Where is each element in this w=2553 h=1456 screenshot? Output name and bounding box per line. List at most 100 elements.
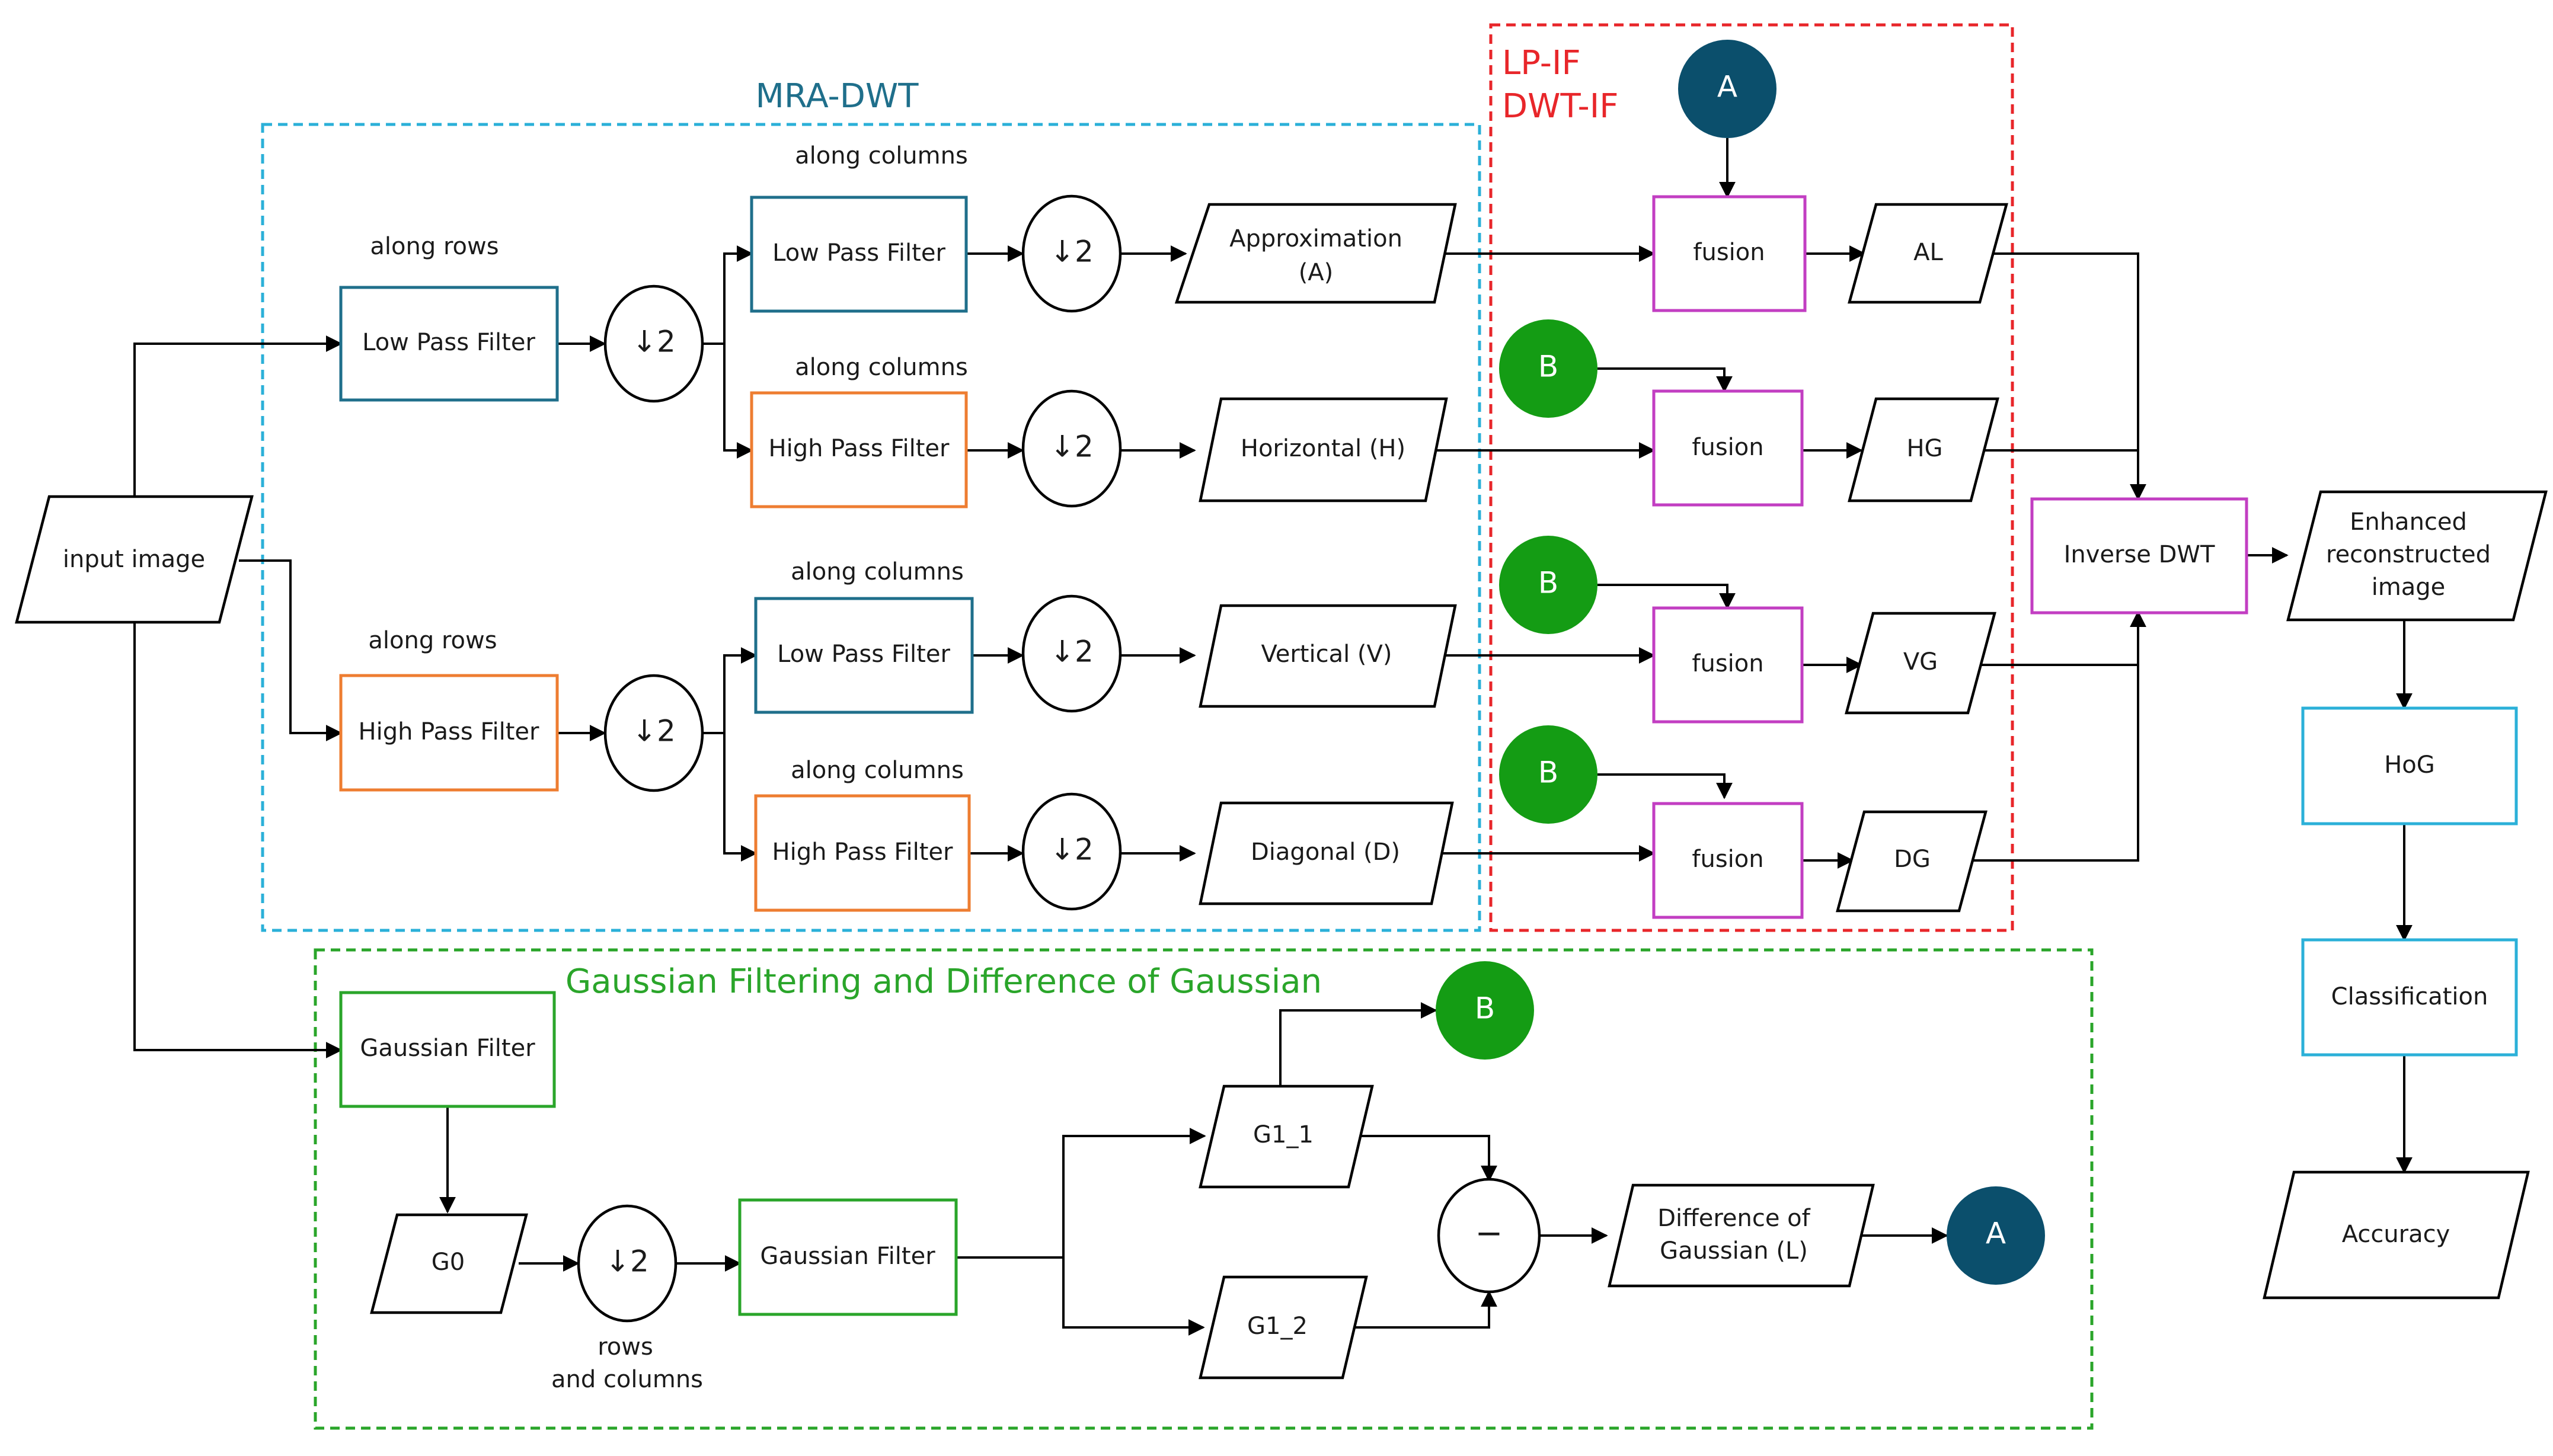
horizontal-output[interactable]: Horizontal (H) (1199, 397, 1448, 503)
downsample-col-d: ↓2 (1021, 792, 1122, 911)
connector-b-label: B (1538, 350, 1558, 384)
downsample-label: ↓2 (1050, 833, 1094, 867)
accuracy-output[interactable]: Accuracy (2263, 1170, 2530, 1300)
gaussian-group (314, 948, 2094, 1430)
dg-label: DG (1894, 846, 1931, 873)
downsample-col-v: ↓2 (1021, 594, 1122, 713)
al-output[interactable]: AL (1848, 203, 2008, 304)
rows-label: rows (597, 1333, 653, 1361)
dg-output[interactable]: DG (1836, 810, 1988, 913)
enhanced-label-line2: reconstructed (2326, 541, 2491, 568)
dwt-if-title: DWT-IF (1502, 87, 1619, 126)
mra-dwt-title: MRA-DWT (756, 77, 919, 116)
connector-a-label: A (1986, 1217, 2006, 1251)
inverse-dwt-block[interactable]: Inverse DWT (2030, 497, 2248, 615)
low-pass-filter-rows-label: Low Pass Filter (362, 329, 535, 356)
downsample-gaussian: ↓2 (577, 1204, 678, 1323)
minus-sign: − (1475, 1214, 1503, 1253)
downsample-col-h: ↓2 (1021, 389, 1122, 508)
gaussian-filter-1[interactable]: Gaussian Filter (339, 991, 556, 1108)
input-image-block[interactable]: input image (15, 495, 254, 624)
low-pass-filter-rows[interactable]: Low Pass Filter (339, 286, 559, 402)
connector-b-3: B (1499, 725, 1597, 824)
fusion-block-3[interactable]: fusion (1652, 606, 1804, 724)
hog-block[interactable]: HoG (2301, 706, 2518, 825)
and-columns-label: and columns (551, 1366, 703, 1393)
high-pass-filter-columns-d-label: High Pass Filter (772, 839, 953, 866)
gaussian-filter-2[interactable]: Gaussian Filter (738, 1198, 958, 1316)
approximation-label-line1: Approximation (1229, 225, 1402, 252)
fusion-block-2[interactable]: fusion (1652, 389, 1804, 507)
downsample-col-a: ↓2 (1021, 194, 1122, 313)
g0-output[interactable]: G0 (370, 1213, 528, 1314)
hog-label: HoG (2384, 751, 2435, 779)
low-pass-filter-columns-v[interactable]: Low Pass Filter (754, 597, 974, 714)
downsample-label: ↓2 (605, 1244, 649, 1279)
fusion-block-4[interactable]: fusion (1652, 802, 1804, 919)
along-rows-label-top: along rows (370, 233, 499, 260)
vg-output[interactable]: VG (1845, 612, 1996, 715)
downsample-label: ↓2 (632, 325, 676, 359)
connector-a-label: A (1717, 70, 1737, 104)
downsample-label: ↓2 (1050, 635, 1094, 669)
inverse-dwt-label: Inverse DWT (2064, 541, 2215, 568)
classification-block[interactable]: Classification (2301, 938, 2518, 1057)
g1-1-output[interactable]: G1_1 (1199, 1084, 1374, 1189)
connector-b-label: B (1538, 566, 1558, 600)
low-pass-filter-columns-v-label: Low Pass Filter (777, 641, 950, 668)
subtraction-node: − (1437, 1177, 1541, 1294)
g1-2-output[interactable]: G1_2 (1199, 1275, 1368, 1380)
fusion-label: fusion (1692, 650, 1763, 677)
connector-b-2: B (1499, 536, 1597, 634)
enhanced-label-line3: image (2372, 574, 2446, 601)
gaussian-title: Gaussian Filtering and Difference of Gau… (565, 962, 1322, 1001)
hg-output[interactable]: HG (1848, 397, 1999, 503)
high-pass-filter-columns-d[interactable]: High Pass Filter (754, 794, 971, 912)
fusion-label: fusion (1692, 846, 1763, 873)
classification-label: Classification (2331, 983, 2488, 1010)
along-columns-label-4: along columns (791, 757, 964, 784)
connector-b-gaussian: B (1436, 961, 1534, 1060)
dog-label-line2: Gaussian (L) (1660, 1237, 1808, 1265)
high-pass-filter-columns-h[interactable]: High Pass Filter (750, 391, 968, 508)
vertical-label: Vertical (V) (1261, 641, 1392, 668)
dog-label-line1: Difference of (1657, 1205, 1810, 1232)
fusion-block-1[interactable]: fusion (1652, 195, 1807, 312)
connector-b-label: B (1538, 756, 1558, 790)
downsample-label: ↓2 (632, 714, 676, 748)
high-pass-filter-rows[interactable]: High Pass Filter (339, 674, 559, 792)
along-columns-label-1: along columns (795, 142, 968, 169)
g0-label: G0 (432, 1249, 465, 1276)
input-image-label: input image (63, 546, 205, 573)
lp-if-group (1489, 23, 2014, 932)
enhanced-image-output[interactable]: Enhanced reconstructed image (2286, 490, 2548, 622)
approximation-output[interactable]: Approximation (A) (1174, 203, 1457, 304)
downsample-label: ↓2 (1050, 430, 1094, 464)
fusion-label: fusion (1692, 434, 1763, 461)
gaussian-filter-1-label: Gaussian Filter (360, 1035, 535, 1062)
accuracy-label: Accuracy (2342, 1221, 2450, 1248)
downsample-label: ↓2 (1050, 235, 1094, 269)
gaussian-filter-2-label: Gaussian Filter (760, 1243, 935, 1270)
along-rows-label-bottom: along rows (368, 627, 497, 654)
high-pass-filter-columns-h-label: High Pass Filter (769, 435, 950, 462)
g1-1-label: G1_1 (1253, 1121, 1314, 1148)
low-pass-filter-columns-a[interactable]: Low Pass Filter (750, 196, 968, 313)
along-columns-label-2: along columns (795, 354, 968, 381)
connector-b-1: B (1499, 319, 1597, 418)
horizontal-label: Horizontal (H) (1241, 435, 1405, 462)
connections (133, 138, 2413, 1336)
vg-label: VG (1903, 648, 1938, 676)
dog-output[interactable]: Difference of Gaussian (L) (1608, 1183, 1875, 1288)
high-pass-filter-rows-label: High Pass Filter (359, 718, 539, 745)
fusion-label: fusion (1693, 239, 1765, 266)
mra-dwt-group (261, 123, 1481, 932)
along-columns-label-3: along columns (791, 558, 964, 585)
hg-label: HG (1906, 435, 1942, 462)
downsample-rows-top: ↓2 (603, 284, 704, 403)
diagonal-output[interactable]: Diagonal (D) (1199, 801, 1454, 905)
downsample-rows-bottom: ↓2 (603, 674, 704, 792)
enhanced-label-line1: Enhanced (2350, 508, 2467, 536)
vertical-output[interactable]: Vertical (V) (1199, 604, 1457, 708)
